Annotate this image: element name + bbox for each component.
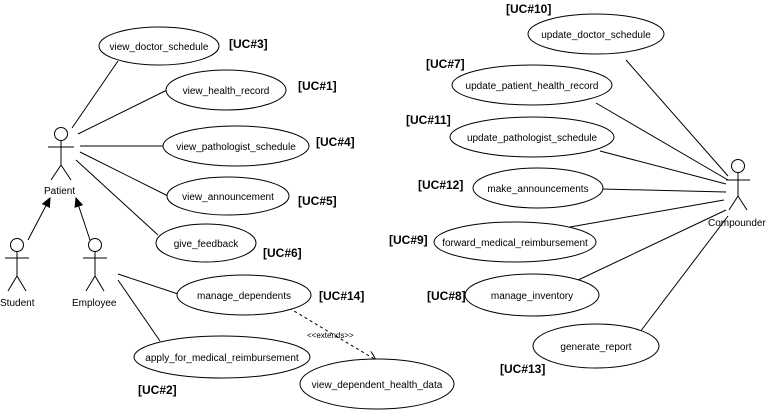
employee-figure (83, 238, 107, 292)
actor-compounder[interactable]: Compounder (708, 159, 766, 230)
use-case-label: manage_dependents (197, 291, 291, 302)
use-case-forward-medical-reimbursement[interactable]: forward_medical_reimbursement (433, 221, 597, 263)
employee-label: Employee (72, 298, 117, 309)
generalization-arrows (27, 198, 91, 241)
employee-associations (117, 273, 179, 342)
extends-relation: <<extends>> (283, 304, 376, 360)
compounder-associations (569, 59, 729, 333)
compounder-figure (726, 159, 750, 211)
tag-uc3: [UC#3] (229, 37, 268, 51)
use-case-label: update_doctor_schedule (541, 30, 651, 41)
tag-uc6: [UC#6] (263, 246, 302, 260)
use-case-give-feedback[interactable]: give_feedback (155, 223, 257, 263)
actor-student[interactable]: Student (0, 238, 35, 310)
tag-uc10: [UC#10] (506, 2, 551, 16)
use-case-label: view_dependent_health_data (312, 380, 443, 391)
tag-uc9: [UC#9] (389, 233, 428, 247)
tag-uc14: [UC#14] (319, 289, 364, 303)
extends-label: <<extends>> (307, 331, 354, 340)
use-case-label: forward_medical_reimbursement (442, 238, 588, 249)
use-case-label: update_pathologist_schedule (467, 133, 598, 144)
tag-uc12: [UC#12] (418, 178, 463, 192)
use-case-label: give_feedback (174, 239, 239, 250)
use-case-view-announcement[interactable]: view_announcement (166, 176, 290, 216)
use-case-label: manage_inventory (491, 291, 573, 302)
use-case-label: view_pathologist_schedule (176, 142, 296, 153)
use-case-view-health-record[interactable]: view_health_record (165, 69, 287, 111)
tag-uc4: [UC#4] (316, 135, 355, 149)
tag-uc7: [UC#7] (426, 57, 465, 71)
patient-associations (71, 60, 169, 236)
use-case-view-pathologist-schedule[interactable]: view_pathologist_schedule (162, 125, 310, 167)
use-case-update-doctor-schedule[interactable]: update_doctor_schedule (527, 13, 665, 55)
use-case-update-patient-health-record[interactable]: update_patient_health_record (451, 64, 613, 106)
use-case-label: generate_report (560, 342, 631, 353)
tag-uc13: [UC#13] (500, 362, 545, 376)
use-case-label: make_announcements (487, 184, 588, 195)
use-case-label: view_announcement (182, 192, 274, 203)
tag-uc11: [UC#11] (406, 113, 451, 127)
use-case-manage-inventory[interactable]: manage_inventory (464, 273, 600, 317)
use-case-label: apply_for_medical_reimbursement (145, 353, 299, 364)
use-case-manage-dependents[interactable]: manage_dependents (176, 274, 312, 316)
compounder-label: Compounder (708, 218, 766, 229)
patient-figure (48, 127, 74, 181)
actor-employee[interactable]: Employee (72, 238, 117, 310)
student-label: Student (0, 298, 35, 309)
student-figure (5, 238, 29, 292)
use-case-generate-report[interactable]: generate_report (532, 323, 660, 369)
patient-label: Patient (44, 186, 75, 197)
use-case-apply-for-medical-reimbursement[interactable]: apply_for_medical_reimbursement (133, 335, 311, 379)
tag-uc2: [UC#2] (138, 383, 177, 397)
use-case-view-dependent-health-data[interactable]: view_dependent_health_data (299, 358, 455, 410)
use-case-label: view_doctor_schedule (110, 42, 209, 53)
use-case-label: view_health_record (183, 86, 270, 97)
use-case-make-announcements[interactable]: make_announcements (472, 167, 604, 209)
tag-uc8: [UC#8] (427, 289, 466, 303)
actor-patient[interactable]: Patient (44, 127, 75, 198)
tag-uc1: [UC#1] (298, 79, 337, 93)
use-case-label: update_patient_health_record (466, 81, 599, 92)
use-case-view-doctor-schedule[interactable]: view_doctor_schedule (98, 26, 220, 66)
tag-uc5: [UC#5] (298, 194, 337, 208)
use-case-update-pathologist-schedule[interactable]: update_pathologist_schedule (449, 116, 615, 158)
